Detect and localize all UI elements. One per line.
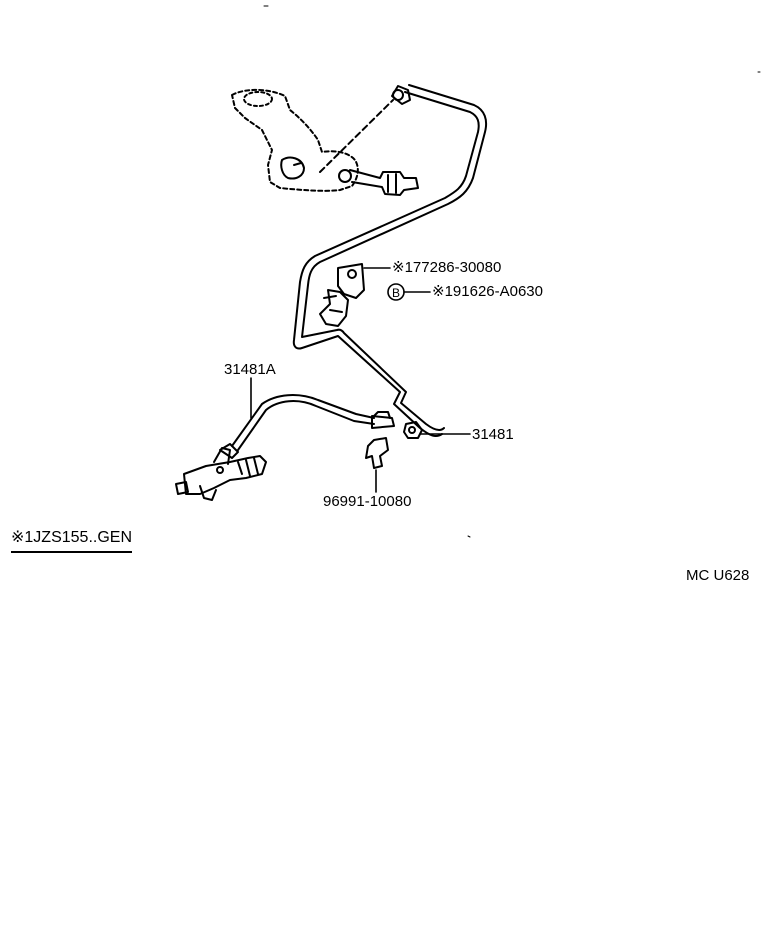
bolt-part-number: ※191626-A0630 <box>432 283 543 300</box>
applicability-footnote: ※1JZS155..GEN <box>11 528 133 553</box>
leader-lines <box>250 267 471 493</box>
bolt-reference-letter: B <box>392 286 400 300</box>
hose-part-label: 31481A <box>224 361 276 378</box>
clutch-release-cylinder <box>175 447 267 501</box>
tube-clamp <box>319 263 365 327</box>
bracket <box>365 437 389 469</box>
scan-specks <box>263 5 761 538</box>
clamp-part-number: ※177286-30080 <box>392 259 502 276</box>
diagram-code: MC U628 <box>686 567 750 584</box>
bracket-part-number: 96991-10080 <box>323 493 412 510</box>
clutch-master-cylinder <box>231 88 419 196</box>
clutch-flexible-hose <box>219 394 395 459</box>
bolt-reference-marker: B <box>387 283 405 301</box>
tube-union <box>403 421 423 439</box>
tube-part-label: 31481 <box>472 426 514 443</box>
